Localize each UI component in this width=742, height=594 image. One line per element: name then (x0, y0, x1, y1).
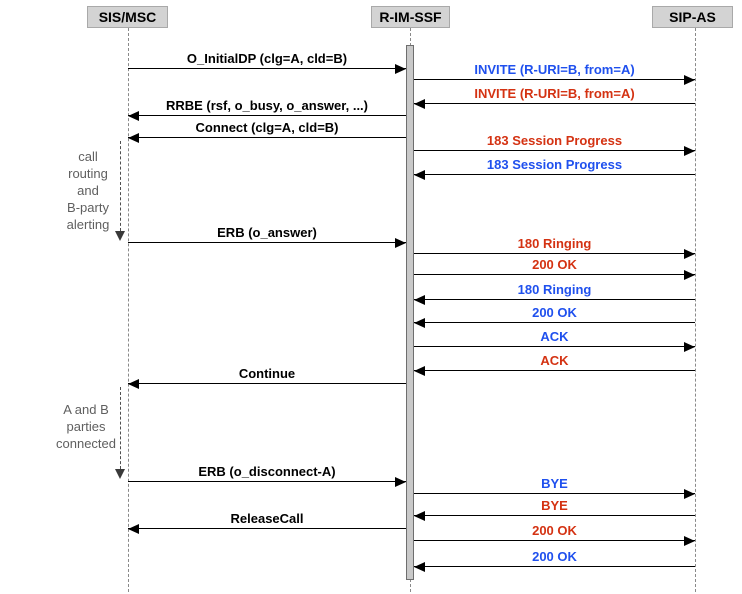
note-line: and (77, 183, 99, 198)
message-arrow (414, 174, 695, 175)
message-arrow (414, 540, 695, 541)
parties-connected-note-duration-arrow (120, 387, 121, 469)
arrowhead-left-icon (414, 562, 425, 572)
message-label: 200 OK (532, 523, 577, 538)
message-label: ACK (540, 353, 569, 368)
parties-connected-note: A and B parties connected (56, 401, 116, 452)
arrowhead-right-icon (395, 64, 406, 74)
note-line: connected (56, 436, 116, 451)
message-label: INVITE (R-URI=B, from=A) (474, 62, 635, 77)
call-routing-note-arrowhead-down-icon (115, 231, 125, 241)
message-arrow (414, 370, 695, 371)
message-label: BYE (541, 476, 568, 491)
message-label: 183 Session Progress (486, 157, 623, 172)
message-arrow (128, 242, 406, 243)
message-arrow (128, 481, 406, 482)
message-arrow (414, 79, 695, 80)
actor-label-sip-as: SIP-AS (669, 9, 716, 25)
arrowhead-right-icon (684, 249, 695, 259)
message-label: 200 OK (532, 305, 577, 320)
actor-label-sis-msc: SIS/MSC (98, 9, 157, 25)
message-arrow (414, 566, 695, 567)
message-arrow (414, 515, 695, 516)
message-label: Continue (238, 366, 296, 381)
actor-label-r-im-ssf: R-IM-SSF (379, 9, 442, 25)
note-line: A and B (63, 402, 109, 417)
arrowhead-left-icon (414, 318, 425, 328)
arrowhead-right-icon (684, 146, 695, 156)
message-arrow (414, 346, 695, 347)
message-label: 180 Ringing (517, 282, 592, 297)
actor-box-sip-as: SIP-AS (652, 6, 733, 28)
message-label: ReleaseCall (230, 511, 304, 526)
message-arrow (414, 150, 695, 151)
message-arrow (128, 68, 406, 69)
arrowhead-left-icon (128, 133, 139, 143)
arrowhead-right-icon (684, 536, 695, 546)
lifeline-sis-msc (128, 28, 129, 592)
parties-connected-note-arrowhead-down-icon (115, 469, 125, 479)
arrowhead-left-icon (414, 170, 425, 180)
actor-box-sis-msc: SIS/MSC (87, 6, 168, 28)
message-label: 180 Ringing (517, 236, 592, 251)
message-arrow (414, 274, 695, 275)
message-label: Connect (clg=A, cld=B) (195, 120, 339, 135)
arrowhead-right-icon (684, 489, 695, 499)
arrowhead-right-icon (395, 477, 406, 487)
arrowhead-left-icon (414, 99, 425, 109)
message-arrow (414, 493, 695, 494)
note-line: call (78, 149, 98, 164)
actor-box-r-im-ssf: R-IM-SSF (371, 6, 450, 28)
message-arrow (414, 299, 695, 300)
arrowhead-left-icon (414, 511, 425, 521)
message-label: ERB (o_answer) (217, 225, 317, 240)
lifeline-sip-as (695, 28, 696, 592)
message-label: ACK (540, 329, 569, 344)
message-label: ERB (o_disconnect-A) (198, 464, 336, 479)
message-arrow (128, 383, 406, 384)
arrowhead-right-icon (684, 270, 695, 280)
note-line: routing (68, 166, 108, 181)
message-arrow (414, 103, 695, 104)
note-line: alerting (66, 217, 110, 232)
arrowhead-left-icon (128, 524, 139, 534)
message-label: BYE (541, 498, 568, 513)
message-label: INVITE (R-URI=B, from=A) (474, 86, 635, 101)
arrowhead-left-icon (414, 366, 425, 376)
note-line: parties (66, 419, 106, 434)
arrowhead-left-icon (414, 295, 425, 305)
arrowhead-left-icon (128, 111, 139, 121)
message-arrow (414, 253, 695, 254)
message-arrow (128, 115, 406, 116)
note-line: B-party (67, 200, 109, 215)
arrowhead-right-icon (395, 238, 406, 248)
message-label: 200 OK (532, 257, 577, 272)
message-arrow (414, 322, 695, 323)
message-label: 183 Session Progress (486, 133, 623, 148)
message-arrow (128, 528, 406, 529)
message-label: RRBE (rsf, o_busy, o_answer, ...) (165, 98, 369, 113)
arrowhead-right-icon (684, 75, 695, 85)
arrowhead-left-icon (128, 379, 139, 389)
call-routing-note-duration-arrow (120, 141, 121, 231)
message-label: 200 OK (532, 549, 577, 564)
message-arrow (128, 137, 406, 138)
arrowhead-right-icon (684, 342, 695, 352)
message-label: O_InitialDP (clg=A, cld=B) (186, 51, 348, 66)
activation-bar-r-im-ssf (406, 45, 414, 580)
